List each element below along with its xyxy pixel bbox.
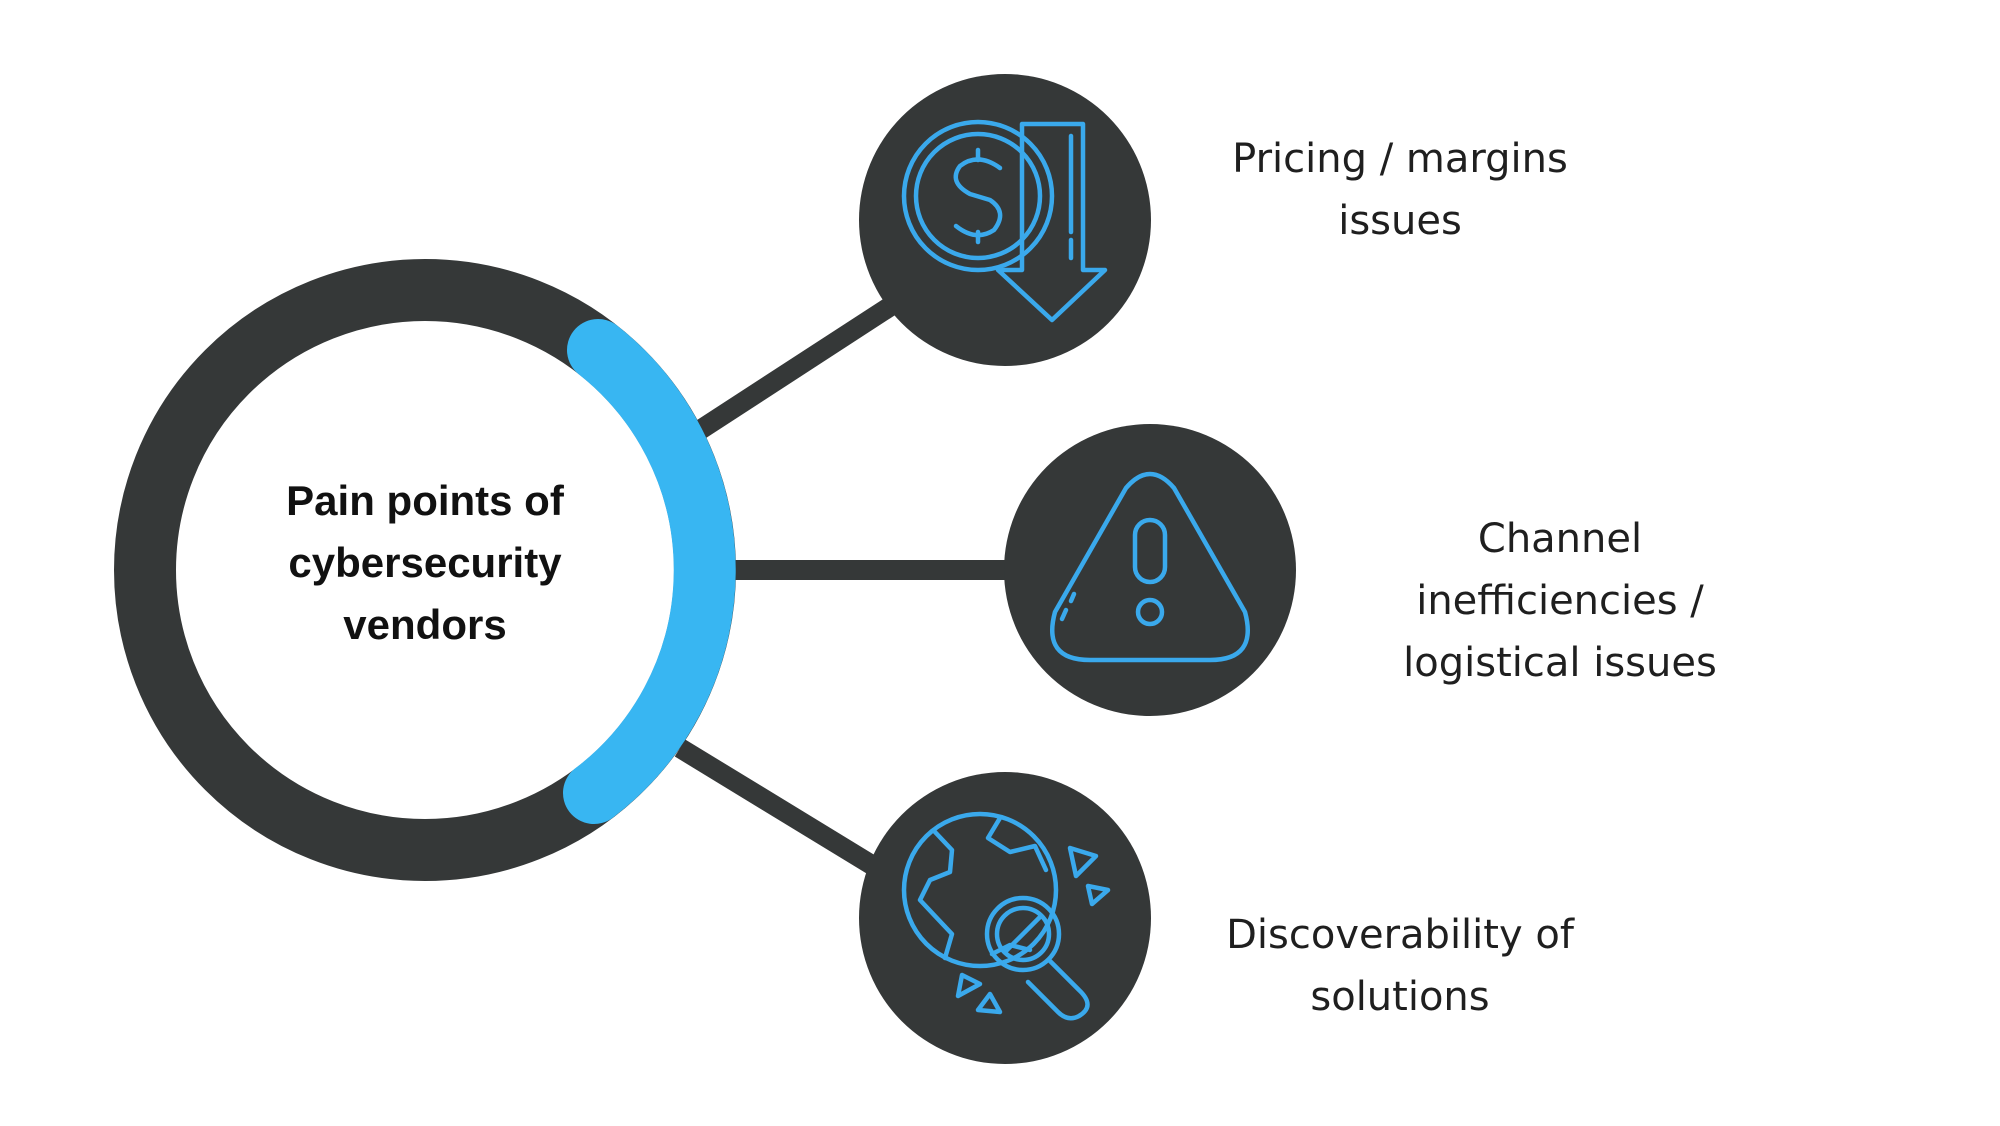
label-pricing: Pricing / margins issues bbox=[1170, 128, 1630, 252]
dollar-down-arrow-icon bbox=[901, 119, 1108, 323]
label-line: logistical issues bbox=[1403, 640, 1717, 686]
label-channel: Channel inefficiencies / logistical issu… bbox=[1330, 508, 1790, 694]
node-discover bbox=[859, 772, 1151, 1064]
label-line: Pricing / margins bbox=[1232, 136, 1568, 182]
node-pricing bbox=[859, 74, 1151, 366]
label-line: issues bbox=[1338, 198, 1462, 244]
label-line: solutions bbox=[1310, 974, 1490, 1020]
center-title-line: Pain points of bbox=[286, 477, 564, 524]
label-line: Channel bbox=[1477, 516, 1643, 562]
center-title-line: cybersecurity bbox=[288, 539, 562, 586]
connector-pricing bbox=[694, 291, 906, 439]
center-title: Pain points of cybersecurity vendors bbox=[235, 470, 615, 656]
label-line: inefficiencies / bbox=[1416, 578, 1704, 624]
globe-search-icon bbox=[901, 811, 1111, 1021]
label-line: Discoverability of bbox=[1226, 912, 1574, 958]
center-title-line: vendors bbox=[343, 601, 507, 648]
warning-triangle-icon bbox=[1049, 471, 1251, 663]
label-discover: Discoverability of solutions bbox=[1160, 904, 1640, 1028]
node-channel bbox=[1004, 424, 1296, 716]
connector-discover bbox=[674, 739, 886, 879]
center-accent-arc bbox=[563, 319, 736, 824]
